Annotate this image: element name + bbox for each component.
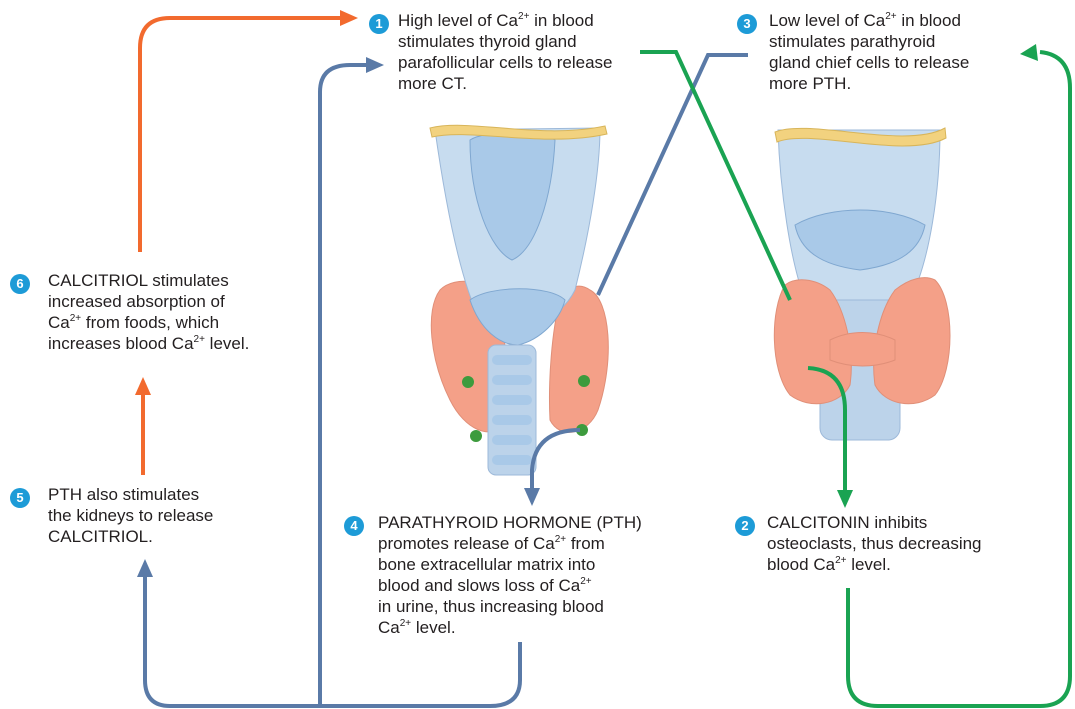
arrow-to-1 [320,65,366,706]
arrowhead-to-1 [366,57,384,73]
step-4-badge: 4 [344,516,364,536]
step-4-line: in urine, thus increasing blood [378,596,642,617]
step-5-line: PTH also stimulates [48,484,213,505]
arrowhead-to-4 [524,488,540,506]
arrow-3-to-4 [598,55,748,295]
step-2-line: osteoclasts, thus decreasing [767,533,982,554]
thyroid-anterior-illustration [774,128,950,440]
step-4-line: promotes release of Ca2+ from [378,533,642,554]
step-6-line: Ca2+ from foods, which [48,312,249,333]
step-5-line: CALCITRIOL. [48,526,213,547]
arrow-1-to-thyroid [640,52,790,300]
step-3-line: stimulates parathyroid [769,31,969,52]
step-1-badge: 1 [369,14,389,34]
step-5-line: the kidneys to release [48,505,213,526]
step-3-line: Low level of Ca2+ in blood [769,10,969,31]
step-2-line: blood Ca2+ level. [767,554,982,575]
step-4-text: PARATHYROID HORMONE (PTH) promotes relea… [378,512,642,638]
step-1-text: High level of Ca2+ in blood stimulates t… [398,10,613,94]
arrow-6-to-1 [140,18,340,252]
step-1-line: more CT. [398,73,613,94]
step-6-badge: 6 [10,274,30,294]
step-6-line: CALCITRIOL stimulates [48,270,249,291]
step-3-line: gland chief cells to release [769,52,969,73]
step-2-badge: 2 [735,516,755,536]
step-3-line: more PTH. [769,73,969,94]
step-4-line: PARATHYROID HORMONE (PTH) [378,512,642,533]
step-1-line: High level of Ca2+ in blood [398,10,613,31]
step-6-line: increases blood Ca2+ level. [48,333,249,354]
step-5-text: PTH also stimulates the kidneys to relea… [48,484,213,547]
step-4-line: bone extracellular matrix into [378,554,642,575]
arrowhead-to-2 [837,490,853,508]
arrowhead-to-3 [1020,44,1038,61]
step-4-line: blood and slows loss of Ca2+ [378,575,642,596]
step-1-line: parafollicular cells to release [398,52,613,73]
step-5-badge: 5 [10,488,30,508]
arrowhead-to-5 [137,559,153,577]
calcitriol-arrows [140,18,340,475]
step-6-text: CALCITRIOL stimulates increased absorpti… [48,270,249,354]
arrowhead-5-to-6 [135,377,151,395]
step-1-line: stimulates thyroid gland [398,31,613,52]
thyroid-posterior-illustration [430,125,608,475]
step-3-text: Low level of Ca2+ in blood stimulates pa… [769,10,969,94]
step-4-line: Ca2+ level. [378,617,642,638]
arrow-parathyroid-to-4 [532,430,580,490]
step-3-badge: 3 [737,14,757,34]
step-6-line: increased absorption of [48,291,249,312]
step-2-line: CALCITONIN inhibits [767,512,982,533]
arrowhead-6-to-1 [340,10,358,26]
step-2-text: CALCITONIN inhibits osteoclasts, thus de… [767,512,982,575]
